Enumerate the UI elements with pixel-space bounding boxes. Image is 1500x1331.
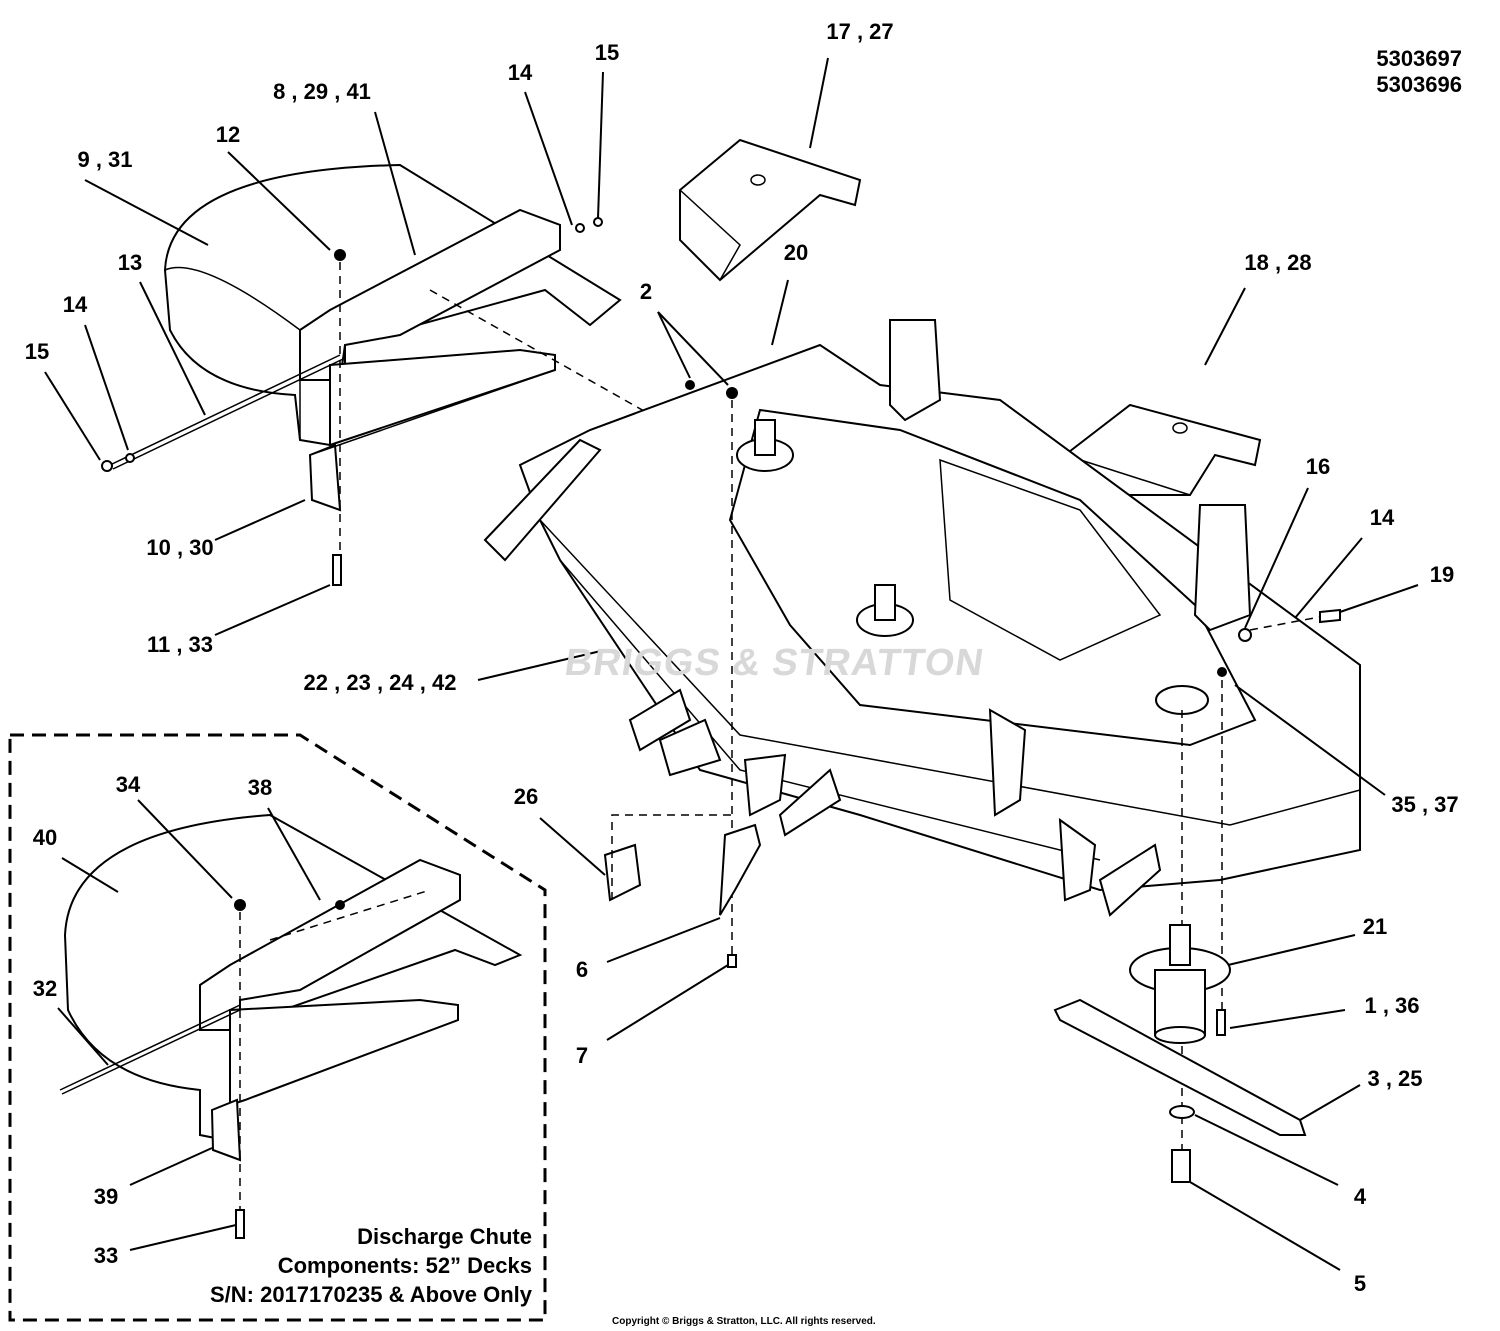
discharge-chute-main [101, 163, 661, 586]
callout-9-31: 9 , 31 [77, 147, 133, 172]
bracket-6 [719, 823, 762, 968]
bracket-26 [603, 814, 735, 902]
callout-1-36: 1 , 36 [1364, 993, 1420, 1018]
mower-deck [483, 319, 1361, 1170]
leader-lines [44, 57, 1419, 1271]
callout-40: 40 [32, 825, 58, 850]
callout-15-left: 15 [24, 339, 50, 364]
inset-caption: Discharge Chute Components: 52” Decks S/… [210, 1222, 532, 1309]
callout-14-left: 14 [62, 292, 88, 317]
brand-watermark: BRIGGS & STRATTON [562, 642, 987, 684]
copyright-notice: Copyright © Briggs & Stratton, LLC. All … [612, 1316, 876, 1327]
part-number-list: 5303697 5303696 [1376, 46, 1462, 99]
part-number: 5303696 [1376, 72, 1462, 98]
callout-5: 5 [1353, 1271, 1367, 1296]
callout-34: 34 [115, 772, 141, 797]
callout-4: 4 [1353, 1184, 1367, 1209]
callout-12: 12 [215, 122, 241, 147]
callout-17-27: 17 , 27 [826, 19, 894, 44]
callout-7: 7 [575, 1043, 589, 1068]
callout-14-top: 14 [507, 60, 533, 85]
callout-20: 20 [783, 240, 809, 265]
spindle-assembly-21 [1129, 924, 1231, 1044]
callout-6: 6 [575, 957, 589, 982]
inset-caption-line: S/N: 2017170235 & Above Only [209, 1282, 532, 1307]
callout-38: 38 [247, 775, 273, 800]
callout-2: 2 [639, 279, 653, 304]
callout-8-29-41: 8 , 29 , 41 [273, 79, 371, 104]
callout-32: 32 [32, 976, 58, 1001]
callout-11-33: 11 , 33 [146, 632, 214, 657]
callout-16: 16 [1305, 454, 1331, 479]
callout-14-right: 14 [1369, 505, 1395, 530]
callout-39: 39 [93, 1184, 119, 1209]
callout-33: 33 [93, 1243, 119, 1268]
cover-17-27 [679, 138, 862, 282]
callout-26: 26 [513, 784, 539, 809]
blade-3-25 [1053, 998, 1307, 1183]
callout-18-28: 18 , 28 [1244, 250, 1312, 275]
inset-caption-line: Components: 52” Decks [277, 1253, 532, 1278]
callout-15-top: 15 [594, 40, 620, 65]
part-number: 5303697 [1376, 46, 1462, 71]
callout-19: 19 [1429, 562, 1455, 587]
callout-35-37: 35 , 37 [1391, 792, 1459, 817]
callout-21: 21 [1362, 914, 1388, 939]
callout-13: 13 [117, 250, 143, 275]
callout-3-25: 3 , 25 [1367, 1066, 1423, 1091]
callout-22-23-24-42: 22 , 23 , 24 , 42 [303, 670, 457, 695]
inset-discharge-chute-52 [8, 733, 547, 1322]
inset-caption-line: Discharge Chute [357, 1224, 532, 1249]
callout-10-30: 10 , 30 [146, 535, 214, 560]
